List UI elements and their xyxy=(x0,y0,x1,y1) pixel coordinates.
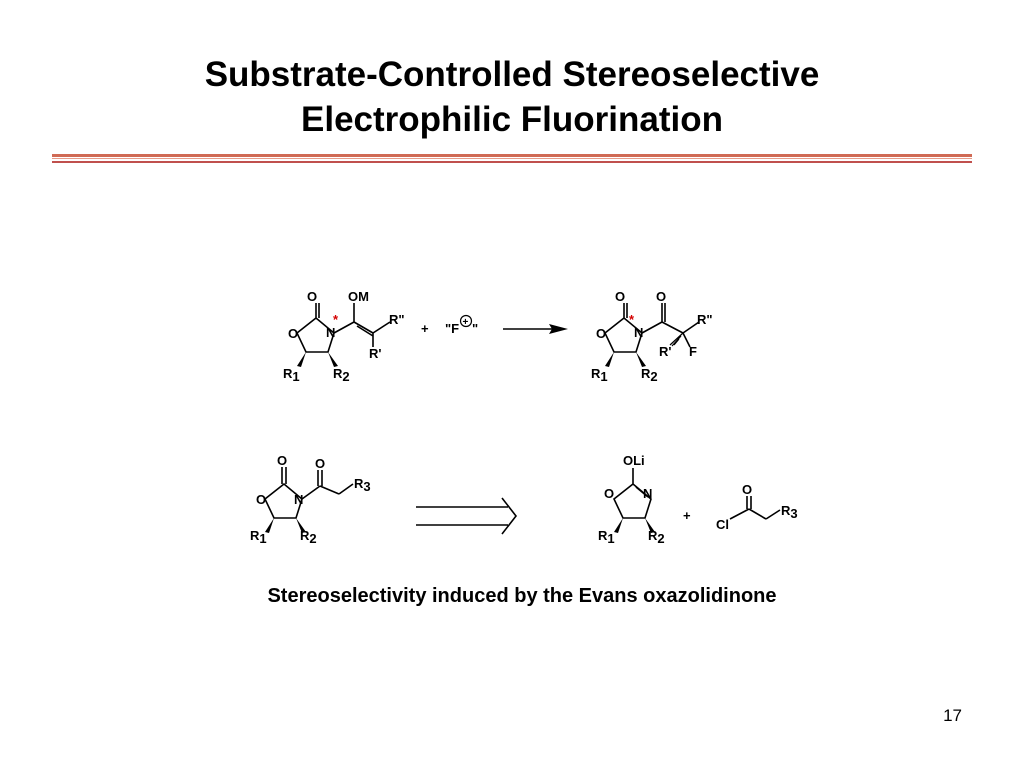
retro-target-imide: O O R3 N O R1 R2 xyxy=(250,453,371,546)
label-r-prime: R' xyxy=(659,344,671,359)
fluorinating-reagent: "F + " xyxy=(445,314,478,336)
label-o-carbonyl: O xyxy=(307,289,317,304)
label-r1: R1 xyxy=(250,528,267,546)
label-r2: R2 xyxy=(333,366,350,384)
label-n: N xyxy=(294,492,303,507)
label-r-double-prime: R" xyxy=(697,312,713,327)
label-r-prime: R' xyxy=(369,346,381,361)
label-o-ring: O xyxy=(256,492,266,507)
label-n: N xyxy=(643,486,652,501)
label-o-ring: O xyxy=(288,326,298,341)
label-cl: Cl xyxy=(716,517,729,532)
plus-retro: + xyxy=(683,508,691,523)
stereo-wedges xyxy=(614,518,655,533)
label-r2: R2 xyxy=(300,528,317,546)
label-o-ring: O xyxy=(596,326,606,341)
label-o-acyl: O xyxy=(315,456,325,471)
reaction-arrow xyxy=(503,324,568,334)
product-fluorinated: O O R" N R' F O R1 R2 * xyxy=(591,289,713,384)
retrosynthetic-arrow xyxy=(416,497,518,535)
label-o: O xyxy=(742,482,752,497)
title-divider-top xyxy=(52,154,972,157)
label-f: F xyxy=(689,344,697,359)
stereo-wedges xyxy=(297,352,338,367)
reagent-charge: + xyxy=(463,317,469,328)
stereo-wedges xyxy=(265,518,306,533)
scheme-caption: Stereoselectivity induced by the Evans o… xyxy=(267,585,777,607)
stereo-wedges xyxy=(605,352,646,367)
label-o-carbonyl: O xyxy=(615,289,625,304)
acyl-chloride: O Cl R3 xyxy=(716,482,798,532)
reagent-f-close: " xyxy=(472,321,478,336)
title-line-2: Electrophilic Fluorination xyxy=(301,100,723,139)
label-r-double-prime: R" xyxy=(389,312,405,327)
label-n: N xyxy=(326,325,335,340)
stereo-mark-product: * xyxy=(629,312,635,327)
label-om: OM xyxy=(348,289,369,304)
plus-charge-icon xyxy=(459,314,473,328)
retro-lithio-oxazoline: OLi N O R1 R2 xyxy=(598,453,665,546)
reactant-enolate: O OM R" N R' O R1 R2 * xyxy=(283,289,405,384)
label-o-carbonyl: O xyxy=(277,453,287,468)
title-divider-middle xyxy=(52,158,972,159)
label-r1: R1 xyxy=(598,528,615,546)
label-r2: R2 xyxy=(641,366,658,384)
title-line-1: Substrate-Controlled Stereoselective xyxy=(204,55,820,94)
label-r2: R2 xyxy=(648,528,665,546)
label-r1: R1 xyxy=(283,366,300,384)
label-o-acyl: O xyxy=(656,289,666,304)
label-r3: R3 xyxy=(354,476,371,494)
label-r3: R3 xyxy=(781,503,798,521)
reagent-f-open: "F xyxy=(445,321,459,336)
page-number: 17 xyxy=(943,706,962,725)
plus-reaction: + xyxy=(421,321,429,336)
label-o-ring: O xyxy=(604,486,614,501)
label-oli: OLi xyxy=(623,453,645,468)
label-r1: R1 xyxy=(591,366,608,384)
title-divider-bottom xyxy=(52,161,972,163)
slide-title: Substrate-Controlled Stereoselective Ele… xyxy=(0,52,1024,142)
stereo-mark-reactant: * xyxy=(333,312,339,327)
label-n: N xyxy=(634,325,643,340)
hashed-bond xyxy=(669,332,684,347)
